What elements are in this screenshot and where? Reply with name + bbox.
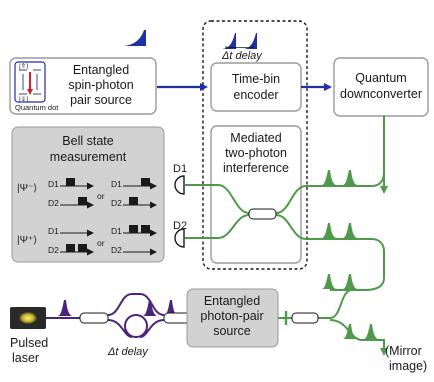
interference-line2: two-photon <box>225 146 287 160</box>
source-pulse <box>121 30 146 46</box>
bsm-d1-d: D1 <box>111 226 122 236</box>
detector-d2-icon <box>174 228 185 248</box>
beamsplitter <box>248 208 277 220</box>
detector-d2-label: D2 <box>173 220 187 232</box>
laser-glow <box>19 312 37 324</box>
mediated-interference-box <box>210 125 302 264</box>
bsm-d2-a: D2 <box>48 198 59 208</box>
pair-source-line3: source <box>213 324 251 338</box>
bell-state-box <box>11 126 165 263</box>
interference-line1: Mediated <box>230 131 281 145</box>
top-delay-label: Δt delay <box>221 50 263 62</box>
green-pulses-lower <box>322 223 357 238</box>
bsm-d1-c: D1 <box>48 226 59 236</box>
laser-line1: Pulsed <box>10 336 48 350</box>
psi-minus-label: |Ψ⁻⟩ <box>17 183 37 194</box>
encoder-output-pulses <box>221 33 257 49</box>
quantum-dot-icon <box>19 69 41 95</box>
bell-title-line2: measurement <box>50 150 127 164</box>
bsm-d2-c: D2 <box>48 245 59 255</box>
green-pulses-upper <box>322 170 357 185</box>
downconverter-line2: downconverter <box>340 87 422 101</box>
mirror-line2: image) <box>389 359 427 373</box>
quantum-dot-label: Quantum dot <box>15 103 59 112</box>
qd-state-up: |⇑⟩ <box>19 62 29 70</box>
bsm-d1-b: D1 <box>111 179 122 189</box>
bsm-or-a: or <box>97 191 105 201</box>
source-line2: spin-photon <box>68 78 133 92</box>
mediated-dashed-frame <box>202 20 308 270</box>
pair-source-line1: Entangled <box>204 294 260 308</box>
bsm-d2-d: D2 <box>111 245 122 255</box>
purple-coupler-left <box>79 312 109 324</box>
bsm-d1-a: D1 <box>48 179 59 189</box>
downconverter-line1: Quantum <box>355 71 406 85</box>
source-line1: Entangled <box>73 63 129 77</box>
qd-state-down: |⇓⟩ <box>19 95 29 103</box>
mirror-line1: (Mirror <box>385 344 422 358</box>
green-pulses-bottom-lower <box>343 324 378 339</box>
green-pulses-bottom-upper <box>322 274 357 289</box>
pair-source-line2: photon-pair <box>200 309 263 323</box>
purple-pulses <box>58 300 178 316</box>
source-line3: pair source <box>70 93 132 107</box>
encoder-line1: Time-bin <box>232 72 280 86</box>
laser-line2: laser <box>12 351 39 365</box>
interference-line3: interference <box>223 161 289 175</box>
encoder-line2: encoder <box>233 88 278 102</box>
psi-plus-patterns: D1 D2 or D1 D2 <box>48 225 157 256</box>
bsm-or-b: or <box>97 238 105 248</box>
psi-minus-patterns: D1 D2 or D1 D2 <box>48 178 157 209</box>
top-delay-bracket <box>225 46 254 49</box>
detector-d1-icon <box>174 175 185 195</box>
bsm-d2-b: D2 <box>111 198 122 208</box>
pair-source-coupler <box>291 312 319 324</box>
time-bin-encoder-box <box>210 62 302 112</box>
detector-d1-label: D1 <box>173 163 187 175</box>
spin-photon-source-box <box>9 57 157 115</box>
psi-plus-label: |Ψ⁺⟩ <box>17 235 37 246</box>
quantum-downconverter-box <box>333 57 429 117</box>
bottom-delay-label: Δt delay <box>107 346 149 358</box>
bell-title-line1: Bell state <box>62 134 113 148</box>
